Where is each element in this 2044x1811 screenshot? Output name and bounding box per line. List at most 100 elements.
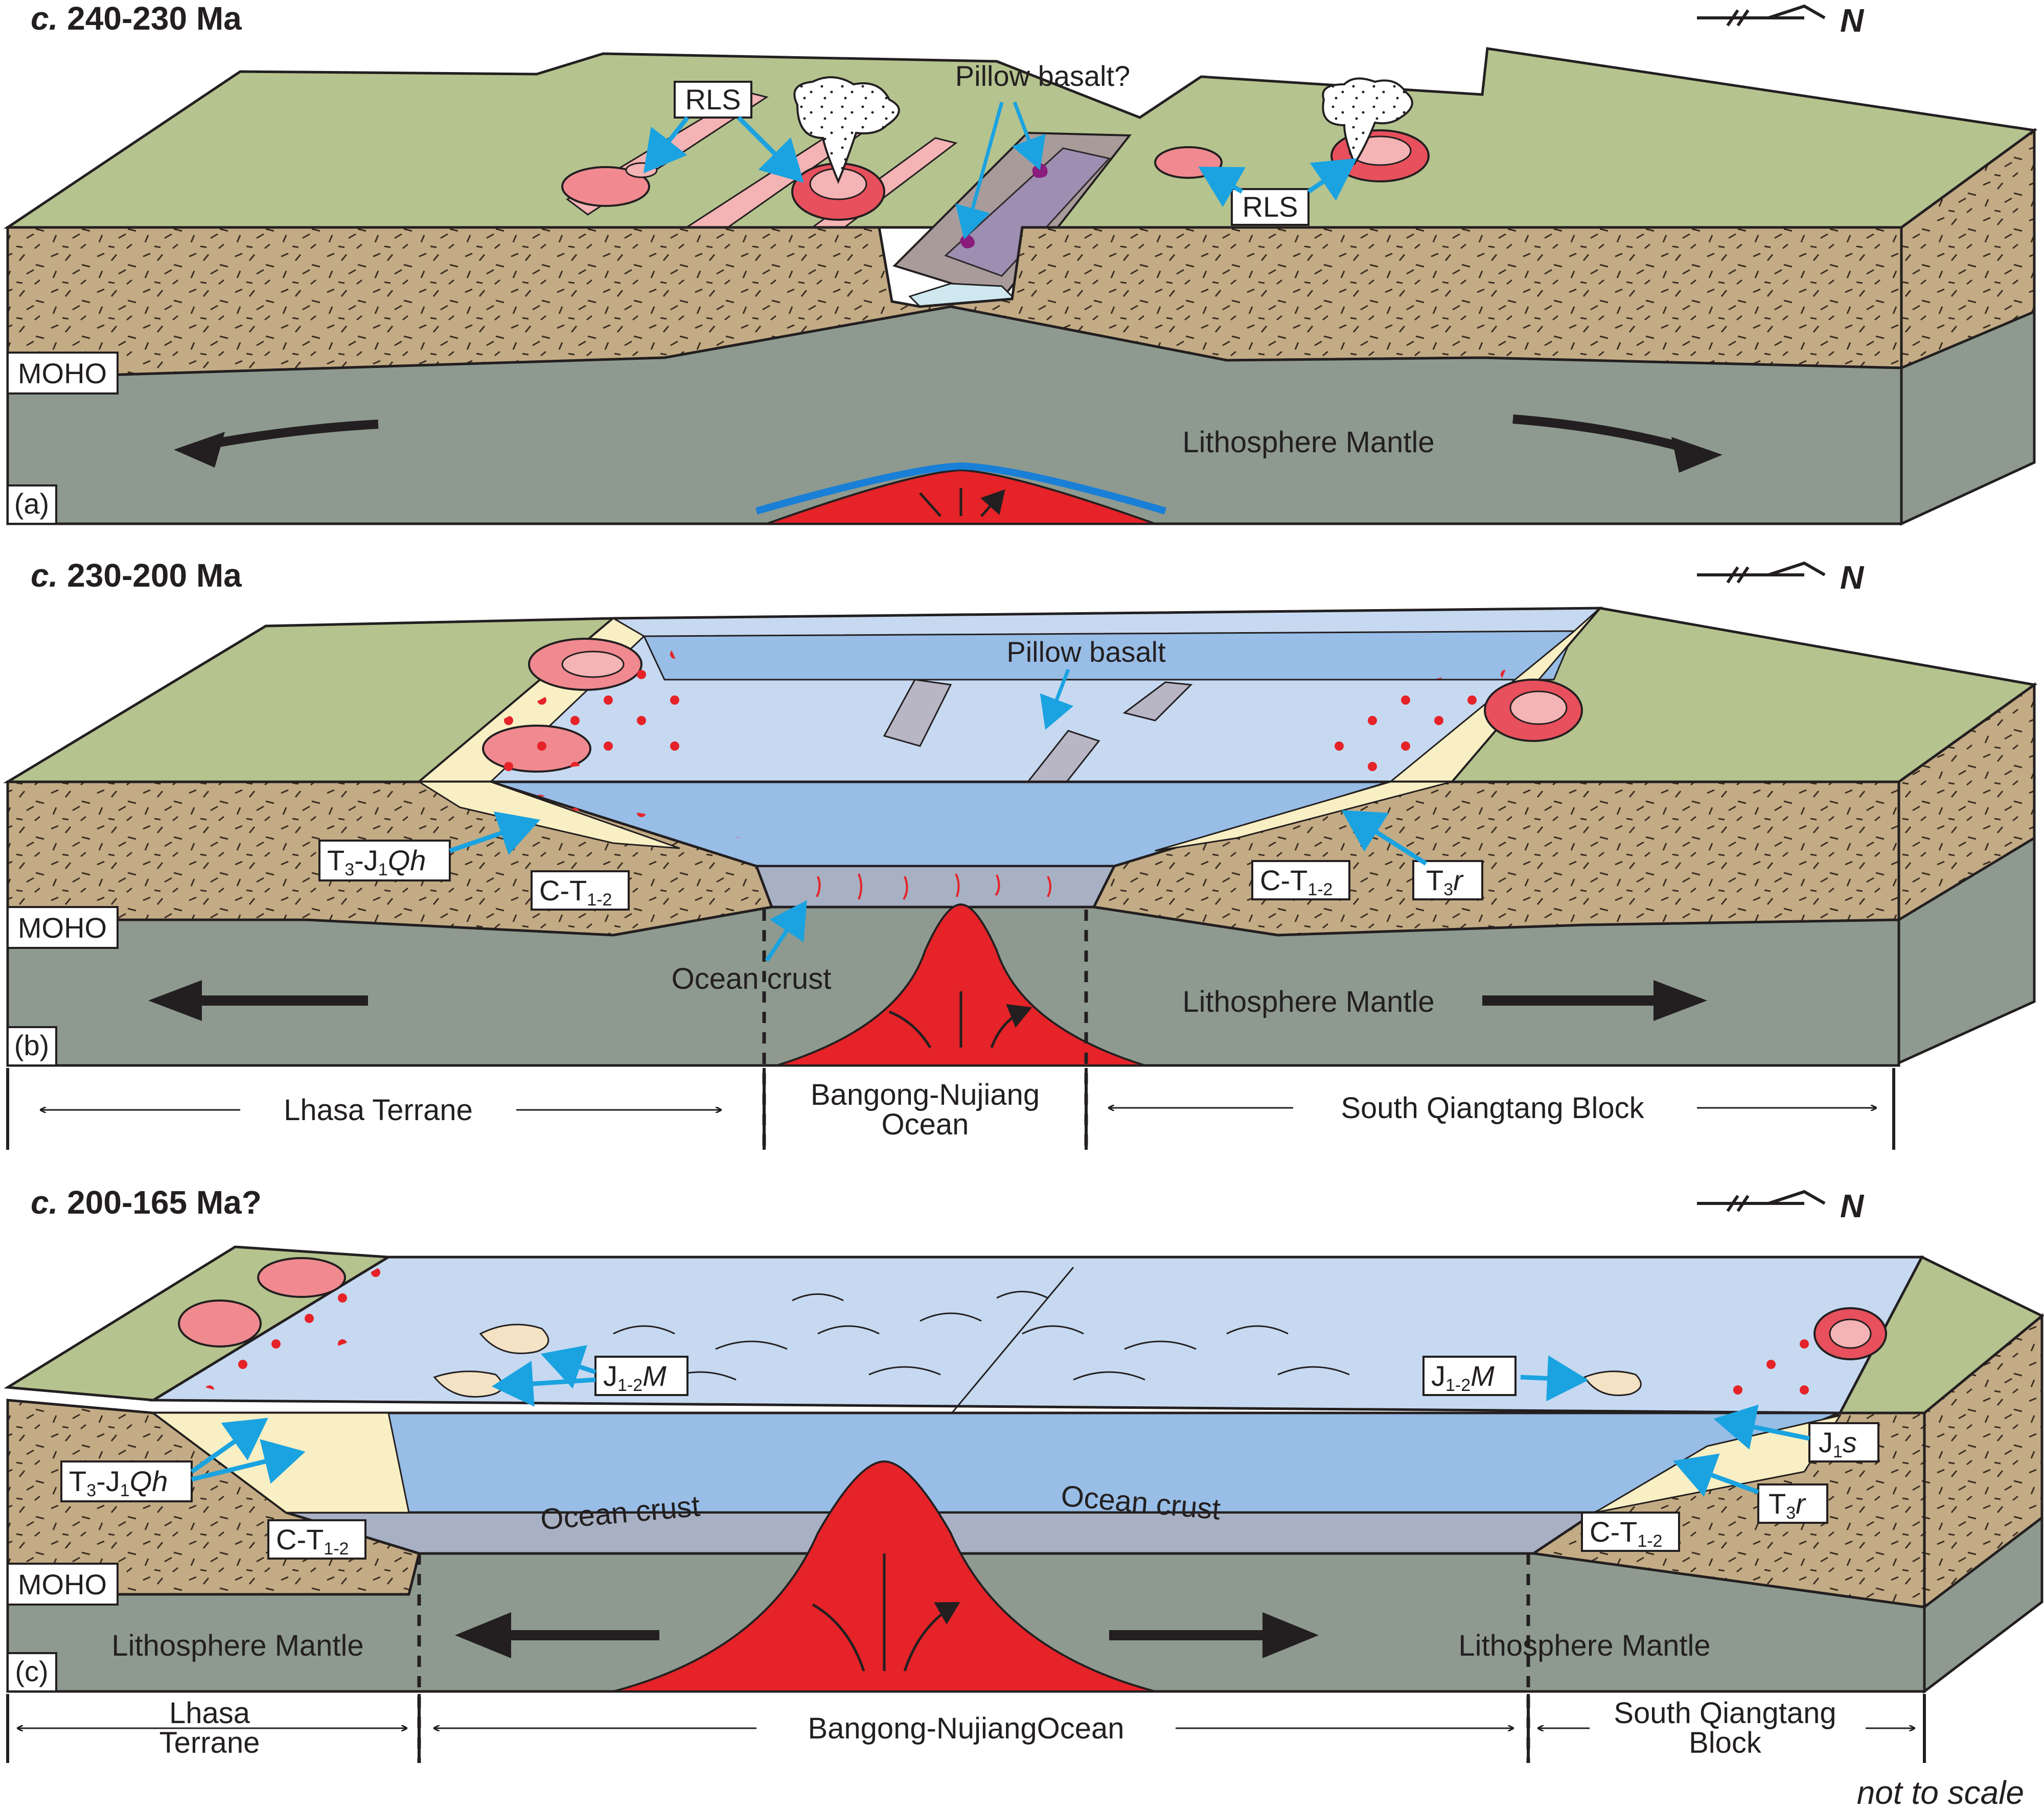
svg-text:(b): (b) — [14, 1029, 49, 1061]
panel-b-t3r-label: T3r — [1412, 860, 1483, 900]
panel-a-extension-arrowhead-left — [174, 432, 225, 468]
svg-text:MOHO: MOHO — [18, 1568, 107, 1600]
panel-a-pillow-label: Pillow basalt? — [955, 60, 1130, 92]
panel-c-t3j1qh-label: T3-J1Qh — [60, 1460, 193, 1502]
panel-b-extension-arrowhead-left — [148, 980, 202, 1021]
svg-text:T3-J1Qh: T3-J1Qh — [327, 844, 426, 879]
panel-b-age-header: c. 230-200 Ma — [31, 557, 242, 594]
panel-c-tag: (c) — [7, 1652, 57, 1692]
panel-c-t3j1qh-arrow — [191, 1439, 306, 1484]
panel-b-region-ocean-line1: Bangong-Nujiang — [811, 1078, 1040, 1111]
panel-a-extension-arrow-right — [1512, 414, 1693, 454]
panel-a-pillow-arrow — [955, 102, 1004, 240]
panel-a-extension-arrowhead-right — [1671, 437, 1723, 473]
panel-b-pillow-label: Pillow basalt — [1006, 636, 1166, 668]
panel-c-north-label: N — [1840, 1188, 1865, 1224]
panel-c-extension-arrowhead-right — [1262, 1612, 1319, 1658]
panel-c-ct-left-label: C-T1-2 — [267, 1519, 366, 1560]
panel-c-t3r-arrow — [1673, 1453, 1759, 1497]
panel-b: c. 230-200 Ma N — [3, 557, 2038, 1150]
svg-text:J1s: J1s — [1819, 1426, 1857, 1461]
panel-c-mantle-right-label: Lithosphere Mantle — [1458, 1629, 1710, 1662]
panel-c-upwelling-arrows — [812, 1553, 956, 1671]
svg-text:C-T1-2: C-T1-2 — [1260, 864, 1333, 899]
panel-a-age-header: c. 240-230 Ma — [31, 0, 242, 37]
panel-b-pillow-arrow — [1040, 668, 1074, 730]
panel-b-region-lhasa: Lhasa Terrane — [284, 1094, 473, 1127]
panel-b-dikes — [816, 873, 1051, 900]
panel-b-ct-left-label: C-T1-2 — [531, 870, 630, 911]
svg-text:J1-2M: J1-2M — [603, 1360, 667, 1395]
panel-c-extension-arrowhead-left — [455, 1612, 511, 1658]
panel-c-rls-volcano — [257, 1257, 346, 1298]
panel-b-extension-arrowhead-right — [1653, 980, 1707, 1021]
panel-a-tag: (a) — [7, 484, 57, 525]
svg-text:(c): (c) — [15, 1655, 48, 1687]
panel-b-pillow-ridge — [883, 679, 952, 747]
panel-a-upwelling-arrows — [919, 488, 1002, 517]
panel-c-j12m-arrow — [492, 1361, 596, 1407]
panel-c-north-arrow-icon: N — [1697, 1188, 1865, 1224]
panel-a-rls-label-right: RLS — [1231, 188, 1310, 226]
svg-text:C-T1-2: C-T1-2 — [539, 874, 612, 910]
panel-c-j1s-label: J1s — [1808, 1422, 1879, 1462]
panel-b-region-bar: Lhasa Terrane Bangong-Nujiang Ocean Sout… — [6, 1068, 1895, 1150]
panel-a-north-label: N — [1840, 2, 1865, 39]
panel-b-tag: (b) — [7, 1026, 57, 1066]
panel-a-ash-plume — [1322, 77, 1413, 166]
panel-c-seafloor-texture — [613, 1291, 1350, 1381]
panel-b-red-clasts-left-margin — [511, 790, 741, 838]
panel-c-region-lhasa-line2: Terrane — [159, 1726, 260, 1759]
panel-c-age-header: c. 200-165 Ma? — [31, 1184, 262, 1221]
panel-c-j12m-arrow — [540, 1345, 596, 1389]
panel-b-ocean-crust-label: Ocean crust — [672, 962, 832, 995]
panel-c-region-ocean: Bangong-NujiangOcean — [808, 1712, 1124, 1745]
panel-c: c. 200-165 Ma? N — [4, 1184, 2044, 1763]
panel-b-age-prefix: c. — [31, 557, 58, 594]
panel-b-red-clasts-left — [480, 634, 716, 777]
panel-a-mantle-label: Lithosphere Mantle — [1182, 426, 1434, 459]
panel-c-t3j1qh-arrow — [190, 1418, 268, 1474]
panel-b-region-qiangtang: South Qiangtang Block — [1341, 1092, 1644, 1125]
panel-b-sediment-wedge-left — [416, 781, 680, 849]
panel-c-moho-label: MOHO — [7, 1563, 119, 1606]
panel-c-j12m-arrow — [1520, 1355, 1589, 1402]
panel-c-mantle-left-label: Lithosphere Mantle — [111, 1629, 363, 1662]
panel-b-mantle-label: Lithosphere Mantle — [1182, 985, 1434, 1018]
svg-text:C-T1-2: C-T1-2 — [276, 1523, 349, 1559]
panel-b-north-arrow-icon: N — [1697, 559, 1865, 596]
panel-c-red-clasts-left — [179, 1262, 388, 1390]
svg-text:MOHO: MOHO — [18, 912, 107, 944]
panel-b-rls-volcano — [1484, 679, 1583, 742]
panel-b-region-ocean-line2: Ocean — [882, 1108, 969, 1141]
panel-a-moho-label: MOHO — [7, 352, 119, 394]
panel-c-region-bar: Lhasa Terrane Bangong-NujiangOcean South… — [6, 1694, 1926, 1763]
panel-a-age-prefix: c. — [31, 0, 58, 37]
panel-b-moho-label: MOHO — [7, 906, 119, 949]
panel-b-t3j1qh-label: T3-J1Qh — [318, 840, 451, 881]
panel-b-ocean-crust-arrow — [765, 900, 807, 962]
panel-c-age-prefix: c. — [31, 1184, 58, 1221]
panel-a-rls-volcano — [561, 162, 658, 207]
svg-text:C-T1-2: C-T1-2 — [1590, 1516, 1662, 1551]
panel-b-t3r-arrow — [1341, 810, 1428, 866]
panel-a-pillow-zone — [944, 147, 1111, 277]
panel-c-rls-volcano — [178, 1299, 262, 1348]
panel-c-rls-volcano — [1813, 1307, 1887, 1360]
panel-c-j12m-lens — [479, 1324, 549, 1354]
svg-text:T3-J1Qh: T3-J1Qh — [69, 1465, 168, 1500]
svg-text:(a): (a) — [14, 487, 49, 520]
panel-c-ocean-surface — [149, 1256, 1924, 1414]
panel-b-upwelling-arrows — [889, 991, 1027, 1049]
panel-b-ct-right-label: C-T1-2 — [1251, 860, 1350, 900]
panel-b-ocean-crust — [755, 865, 1116, 908]
panel-a-melt-layer — [755, 462, 1166, 515]
panel-b-t3j1qh-arrow — [449, 811, 541, 855]
panel-a: c. 240-230 Ma N — [3, 0, 2038, 526]
panel-a-rls-arrow — [1198, 167, 1246, 207]
panel-a-mantle — [6, 305, 1903, 525]
panel-b-north-label: N — [1840, 559, 1865, 596]
svg-text:RLS: RLS — [1243, 191, 1298, 223]
panel-c-region-qiangtang-line2: Block — [1689, 1726, 1762, 1759]
